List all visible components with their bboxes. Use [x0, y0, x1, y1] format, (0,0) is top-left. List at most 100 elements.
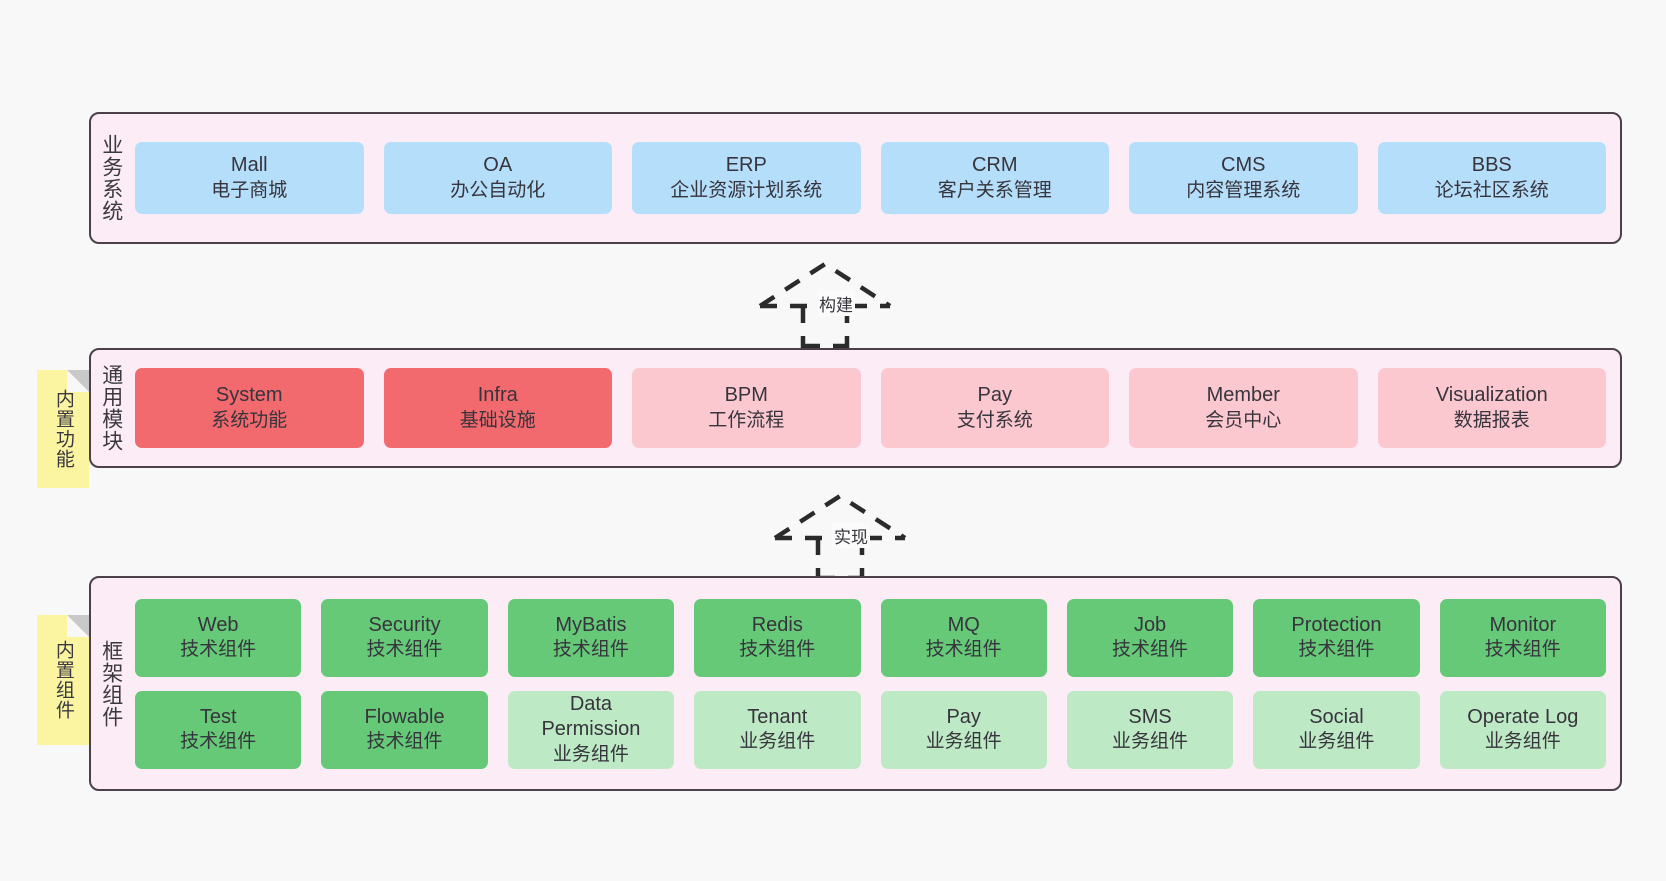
card-subtitle: 技术组件: [1484, 639, 1561, 661]
card-mybatis[interactable]: MyBatis 技术组件: [507, 598, 675, 677]
card-title: BBS: [1471, 154, 1512, 177]
note-fold-icon: [67, 615, 89, 637]
arrow-head-path: [773, 493, 907, 540]
card-subtitle: 企业资源计划系统: [670, 179, 823, 201]
card-sms[interactable]: SMS 业务组件: [1066, 690, 1234, 769]
card-subtitle: 论坛社区系统: [1434, 179, 1549, 201]
card-subtitle: 技术组件: [552, 639, 629, 661]
card-title: Mall: [230, 154, 268, 177]
card-subtitle: 业务组件: [1298, 731, 1375, 753]
card-title: Protection: [1291, 613, 1382, 636]
card-subtitle: 技术组件: [925, 639, 1002, 661]
card-title-line2: Permission: [541, 718, 641, 741]
card-social[interactable]: Social 业务组件: [1253, 690, 1420, 769]
card-title: Operate Log: [1467, 705, 1579, 728]
card-system[interactable]: System 系统功能: [135, 368, 364, 448]
section-business-system: 业务系统 Mall 电子商城 OA 办公自动化 ERP 企业资源计划系统 CRM…: [89, 112, 1622, 244]
card-subtitle: 基础设施: [459, 409, 536, 431]
card-title: Pay: [946, 705, 981, 728]
card-test[interactable]: Test 技术组件: [135, 690, 302, 769]
card-title: SMS: [1128, 705, 1172, 728]
card-subtitle: 技术组件: [366, 639, 443, 661]
card-title: Visualization: [1435, 384, 1548, 407]
arrow-build-label: 构建: [817, 291, 855, 316]
arrow-head-path: [758, 261, 892, 308]
card-subtitle: 客户关系管理: [937, 179, 1052, 201]
arrow-implement-label: 实现: [832, 523, 870, 548]
card-monitor[interactable]: Monitor 技术组件: [1439, 598, 1606, 677]
card-subtitle: 技术组件: [1298, 639, 1375, 661]
section-common-module: 通用模块 System 系统功能 Infra 基础设施 BPM 工作流程 Pay…: [89, 348, 1622, 468]
card-member[interactable]: Member 会员中心: [1129, 368, 1358, 448]
card-subtitle: 业务组件: [925, 731, 1002, 753]
card-subtitle: 业务组件: [1112, 731, 1189, 753]
card-subtitle: 业务组件: [552, 743, 629, 765]
card-subtitle: 技术组件: [180, 731, 257, 753]
card-bbs[interactable]: BBS 论坛社区系统: [1377, 142, 1606, 214]
card-protection[interactable]: Protection 技术组件: [1253, 598, 1420, 677]
section-body-business-system: Mall 电子商城 OA 办公自动化 ERP 企业资源计划系统 CRM 客户关系…: [131, 114, 1620, 242]
arrow-build: 构建: [755, 258, 905, 349]
card-job[interactable]: Job 技术组件: [1066, 598, 1234, 677]
card-row: Mall 电子商城 OA 办公自动化 ERP 企业资源计划系统 CRM 客户关系…: [135, 142, 1606, 214]
card-subtitle: 业务组件: [1484, 731, 1561, 753]
card-row: System 系统功能 Infra 基础设施 BPM 工作流程 Pay 支付系统…: [135, 368, 1606, 448]
section-framework-component: 框架组件 Web 技术组件 Security 技术组件 MyBatis 技术组件…: [89, 576, 1622, 791]
card-oa[interactable]: OA 办公自动化: [383, 142, 612, 214]
card-bpm[interactable]: BPM 工作流程: [632, 368, 861, 448]
card-subtitle: 技术组件: [366, 731, 443, 753]
card-subtitle: 系统功能: [211, 409, 288, 431]
card-title: CMS: [1221, 154, 1266, 177]
card-operate-log[interactable]: Operate Log 业务组件: [1439, 690, 1606, 769]
section-label-business-system: 业务系统: [99, 134, 123, 222]
section-label-framework-component: 框架组件: [99, 639, 123, 728]
card-subtitle: 技术组件: [1112, 639, 1189, 661]
card-title: Flowable: [364, 705, 445, 728]
card-title: Pay: [977, 384, 1012, 407]
card-subtitle: 工作流程: [708, 409, 785, 431]
card-title: Redis: [751, 613, 803, 636]
card-title: Job: [1133, 613, 1167, 636]
card-title: ERP: [725, 154, 767, 177]
card-crm[interactable]: CRM 客户关系管理: [880, 142, 1109, 214]
card-web[interactable]: Web 技术组件: [135, 598, 302, 677]
note-text: 内置功能: [52, 389, 74, 469]
section-label-common-module: 通用模块: [99, 364, 123, 452]
card-title: MQ: [947, 613, 980, 636]
card-pay-component[interactable]: Pay 业务组件: [880, 690, 1047, 769]
card-title: Tenant: [747, 705, 808, 728]
card-subtitle: 支付系统: [956, 409, 1033, 431]
card-title: MyBatis: [555, 613, 627, 636]
card-title: Security: [368, 613, 441, 636]
card-title: Member: [1206, 384, 1280, 407]
card-subtitle: 数据报表: [1453, 409, 1530, 431]
card-erp[interactable]: ERP 企业资源计划系统: [632, 142, 861, 214]
card-title: OA: [483, 154, 513, 177]
card-title: CRM: [971, 154, 1018, 177]
card-title: Test: [199, 705, 237, 728]
card-title: Data: [569, 692, 613, 715]
card-subtitle: 技术组件: [739, 639, 816, 661]
card-subtitle: 内容管理系统: [1186, 179, 1301, 201]
card-subtitle: 会员中心: [1205, 409, 1282, 431]
card-cms[interactable]: CMS 内容管理系统: [1129, 142, 1358, 214]
note-builtin-function: 内置功能: [37, 370, 89, 488]
card-pay[interactable]: Pay 支付系统: [880, 368, 1109, 448]
card-security[interactable]: Security 技术组件: [321, 598, 488, 677]
card-row: Test 技术组件 Flowable 技术组件 Data Permission …: [135, 690, 1606, 769]
section-body-common-module: System 系统功能 Infra 基础设施 BPM 工作流程 Pay 支付系统…: [131, 350, 1620, 466]
card-subtitle: 技术组件: [180, 639, 257, 661]
card-infra[interactable]: Infra 基础设施: [383, 368, 612, 448]
card-redis[interactable]: Redis 技术组件: [694, 598, 861, 677]
note-text: 内置组件: [52, 640, 74, 720]
card-visualization[interactable]: Visualization 数据报表: [1377, 368, 1606, 448]
arrow-implement: 实现: [770, 490, 920, 581]
section-body-framework-component: Web 技术组件 Security 技术组件 MyBatis 技术组件 Redi…: [131, 578, 1620, 789]
card-mq[interactable]: MQ 技术组件: [880, 598, 1047, 677]
card-tenant[interactable]: Tenant 业务组件: [694, 690, 861, 769]
card-data-permission[interactable]: Data Permission 业务组件: [507, 690, 675, 769]
note-fold-icon: [67, 370, 89, 392]
card-flowable[interactable]: Flowable 技术组件: [321, 690, 488, 769]
card-mall[interactable]: Mall 电子商城: [135, 142, 364, 214]
